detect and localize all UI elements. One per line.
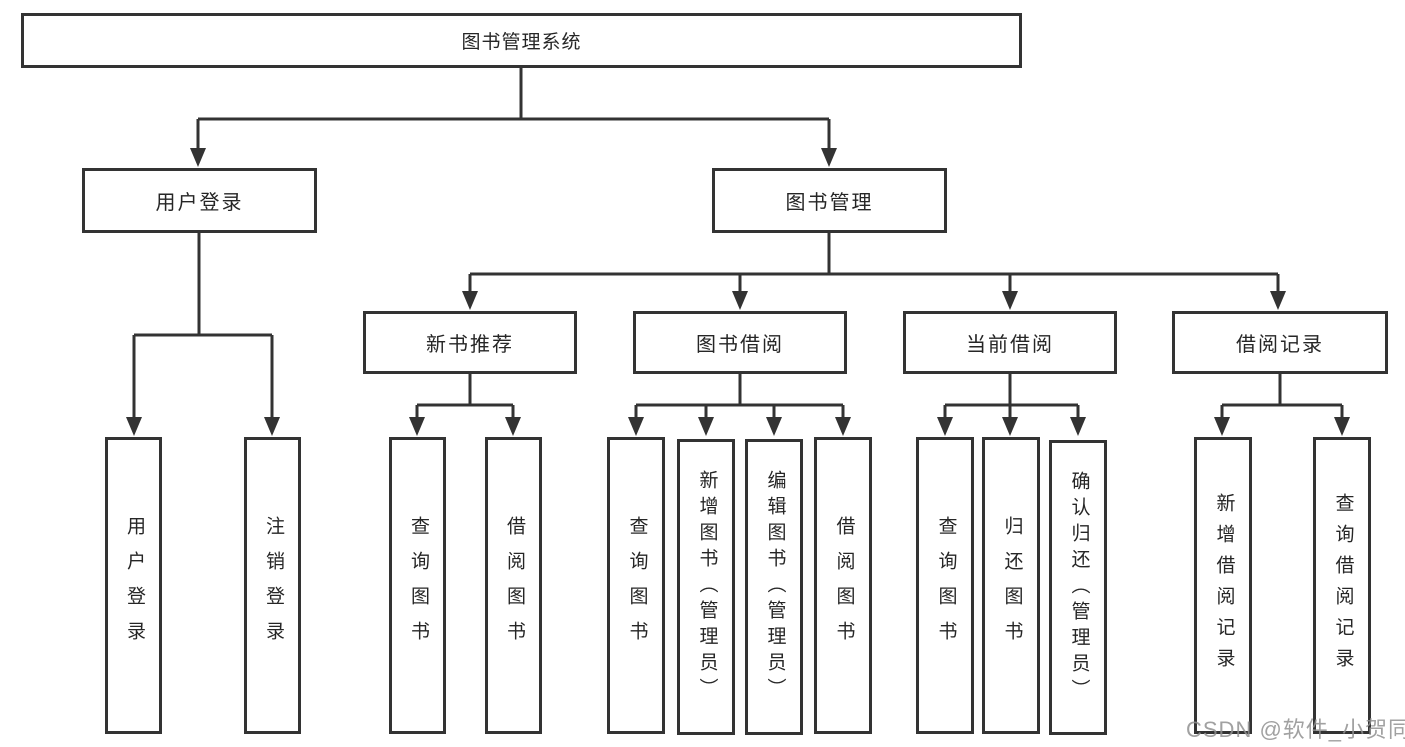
leaf-add-book-admin: 新增图书（管理员） <box>677 439 735 735</box>
node-library-management-system: 图书管理系统 <box>21 13 1022 68</box>
node-label: 借阅图书 <box>503 515 525 656</box>
node-label: 新增借阅记录 <box>1213 492 1235 679</box>
node-label: 查询图书 <box>407 515 429 656</box>
node-label: 确认归还（管理员） <box>1068 470 1090 705</box>
node-user-login-module: 用户登录 <box>82 168 317 233</box>
leaf-borrow-books: 借阅图书 <box>814 437 872 734</box>
leaf-query-books-recommend: 查询图书 <box>389 437 446 734</box>
node-label: 借阅图书 <box>833 515 855 656</box>
node-label: 查询图书 <box>935 515 957 656</box>
node-label: 查询图书 <box>626 515 648 656</box>
leaf-logout: 注销登录 <box>244 437 301 734</box>
leaf-query-books-borrowing: 查询图书 <box>607 437 665 734</box>
node-label: 用户登录 <box>123 515 145 656</box>
node-current-borrowing: 当前借阅 <box>903 311 1117 374</box>
node-label: 借阅记录 <box>1236 334 1324 356</box>
node-label: 注销登录 <box>262 515 284 656</box>
leaf-edit-book-admin: 编辑图书（管理员） <box>745 439 803 735</box>
node-label: 新增图书（管理员） <box>696 470 718 704</box>
node-label: 图书管理 <box>785 192 874 214</box>
csdn-watermark: CSDN @软件_小贺同学 <box>1186 717 1405 742</box>
arrowhead-icons <box>126 148 1350 436</box>
node-label: 编辑图书（管理员） <box>764 470 786 704</box>
node-book-borrowing: 图书借阅 <box>633 311 847 374</box>
node-borrowing-records: 借阅记录 <box>1172 311 1388 374</box>
tree-edges <box>132 68 1344 419</box>
leaf-return-book: 归还图书 <box>982 437 1040 734</box>
node-label: 查询借阅记录 <box>1332 492 1354 679</box>
node-book-management-module: 图书管理 <box>712 168 947 233</box>
leaf-user-login: 用户登录 <box>105 437 162 734</box>
leaf-borrow-books-recommend: 借阅图书 <box>485 437 542 734</box>
node-label: 图书管理系统 <box>461 32 582 53</box>
leaf-confirm-return-admin: 确认归还（管理员） <box>1049 440 1107 735</box>
node-label: 新书推荐 <box>426 334 514 356</box>
node-label: 用户登录 <box>155 192 244 214</box>
leaf-query-borrow-record: 查询借阅记录 <box>1313 437 1371 734</box>
node-label: 当前借阅 <box>966 334 1054 356</box>
node-label: 归还图书 <box>1001 515 1023 656</box>
node-new-book-recommendation: 新书推荐 <box>363 311 577 374</box>
leaf-add-borrow-record: 新增借阅记录 <box>1194 437 1252 734</box>
node-label: 图书借阅 <box>696 334 784 356</box>
leaf-query-books-current: 查询图书 <box>916 437 974 734</box>
